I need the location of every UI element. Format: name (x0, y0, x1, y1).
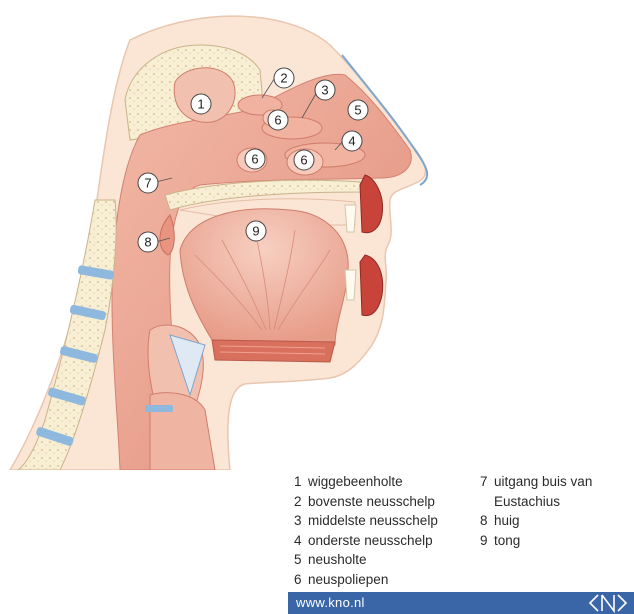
marker-7-label: 7 (144, 176, 151, 191)
marker-2: 2 (274, 68, 294, 88)
marker-6b-label: 6 (251, 152, 258, 167)
legend-text: bovenste neusschelp (308, 494, 435, 509)
legend-item-continuation: Eustachius (480, 492, 592, 512)
legend-number: 2 (294, 492, 308, 512)
legend-text: neusholte (308, 552, 367, 567)
legend-text: huig (494, 513, 520, 528)
marker-9-label: 9 (252, 224, 259, 239)
marker-3: 3 (315, 80, 335, 100)
legend-text: onderste neusschelp (308, 533, 433, 548)
legend-number: 9 (480, 531, 494, 551)
legend-number: 4 (294, 531, 308, 551)
legend-number: 3 (294, 511, 308, 531)
legend-number: 5 (294, 550, 308, 570)
marker-8-label: 8 (144, 235, 151, 250)
marker-8: 8 (138, 232, 158, 252)
legend-text: wiggebeenholte (308, 474, 403, 489)
marker-4: 4 (342, 131, 362, 151)
marker-6a: 6 (268, 110, 288, 130)
marker-1-label: 1 (197, 97, 204, 112)
legend-text: Eustachius (494, 494, 560, 509)
anatomy-illustration: 1 2 3 4 5 6 6 6 7 8 9 (0, 0, 634, 470)
marker-6a-label: 6 (274, 113, 281, 128)
lower-teeth (345, 270, 356, 300)
marker-1: 1 (191, 94, 211, 114)
floor-muscle (212, 340, 335, 362)
legend-text: middelste neusschelp (308, 513, 438, 528)
marker-5: 5 (348, 100, 368, 120)
legend-number: 6 (294, 570, 308, 590)
legend-number: 8 (480, 511, 494, 531)
marker-3-label: 3 (321, 83, 328, 98)
footer-bar: www.kno.nl (288, 592, 634, 614)
legend-text: tong (494, 533, 520, 548)
legend-number: 1 (294, 472, 308, 492)
kno-logo-icon (588, 593, 628, 613)
legend-text: neuspoliepen (308, 572, 388, 587)
marker-2-label: 2 (280, 71, 287, 86)
marker-7: 7 (138, 173, 158, 193)
marker-6c: 6 (294, 150, 314, 170)
website-link[interactable]: www.kno.nl (296, 595, 365, 610)
marker-4-label: 4 (348, 134, 355, 149)
upper-teeth (345, 205, 356, 232)
legend-text: uitgang buis van (494, 474, 592, 489)
marker-9: 9 (246, 221, 266, 241)
marker-5-label: 5 (354, 103, 361, 118)
marker-6c-label: 6 (300, 153, 307, 168)
marker-6b: 6 (245, 149, 265, 169)
legend-number: 7 (480, 472, 494, 492)
